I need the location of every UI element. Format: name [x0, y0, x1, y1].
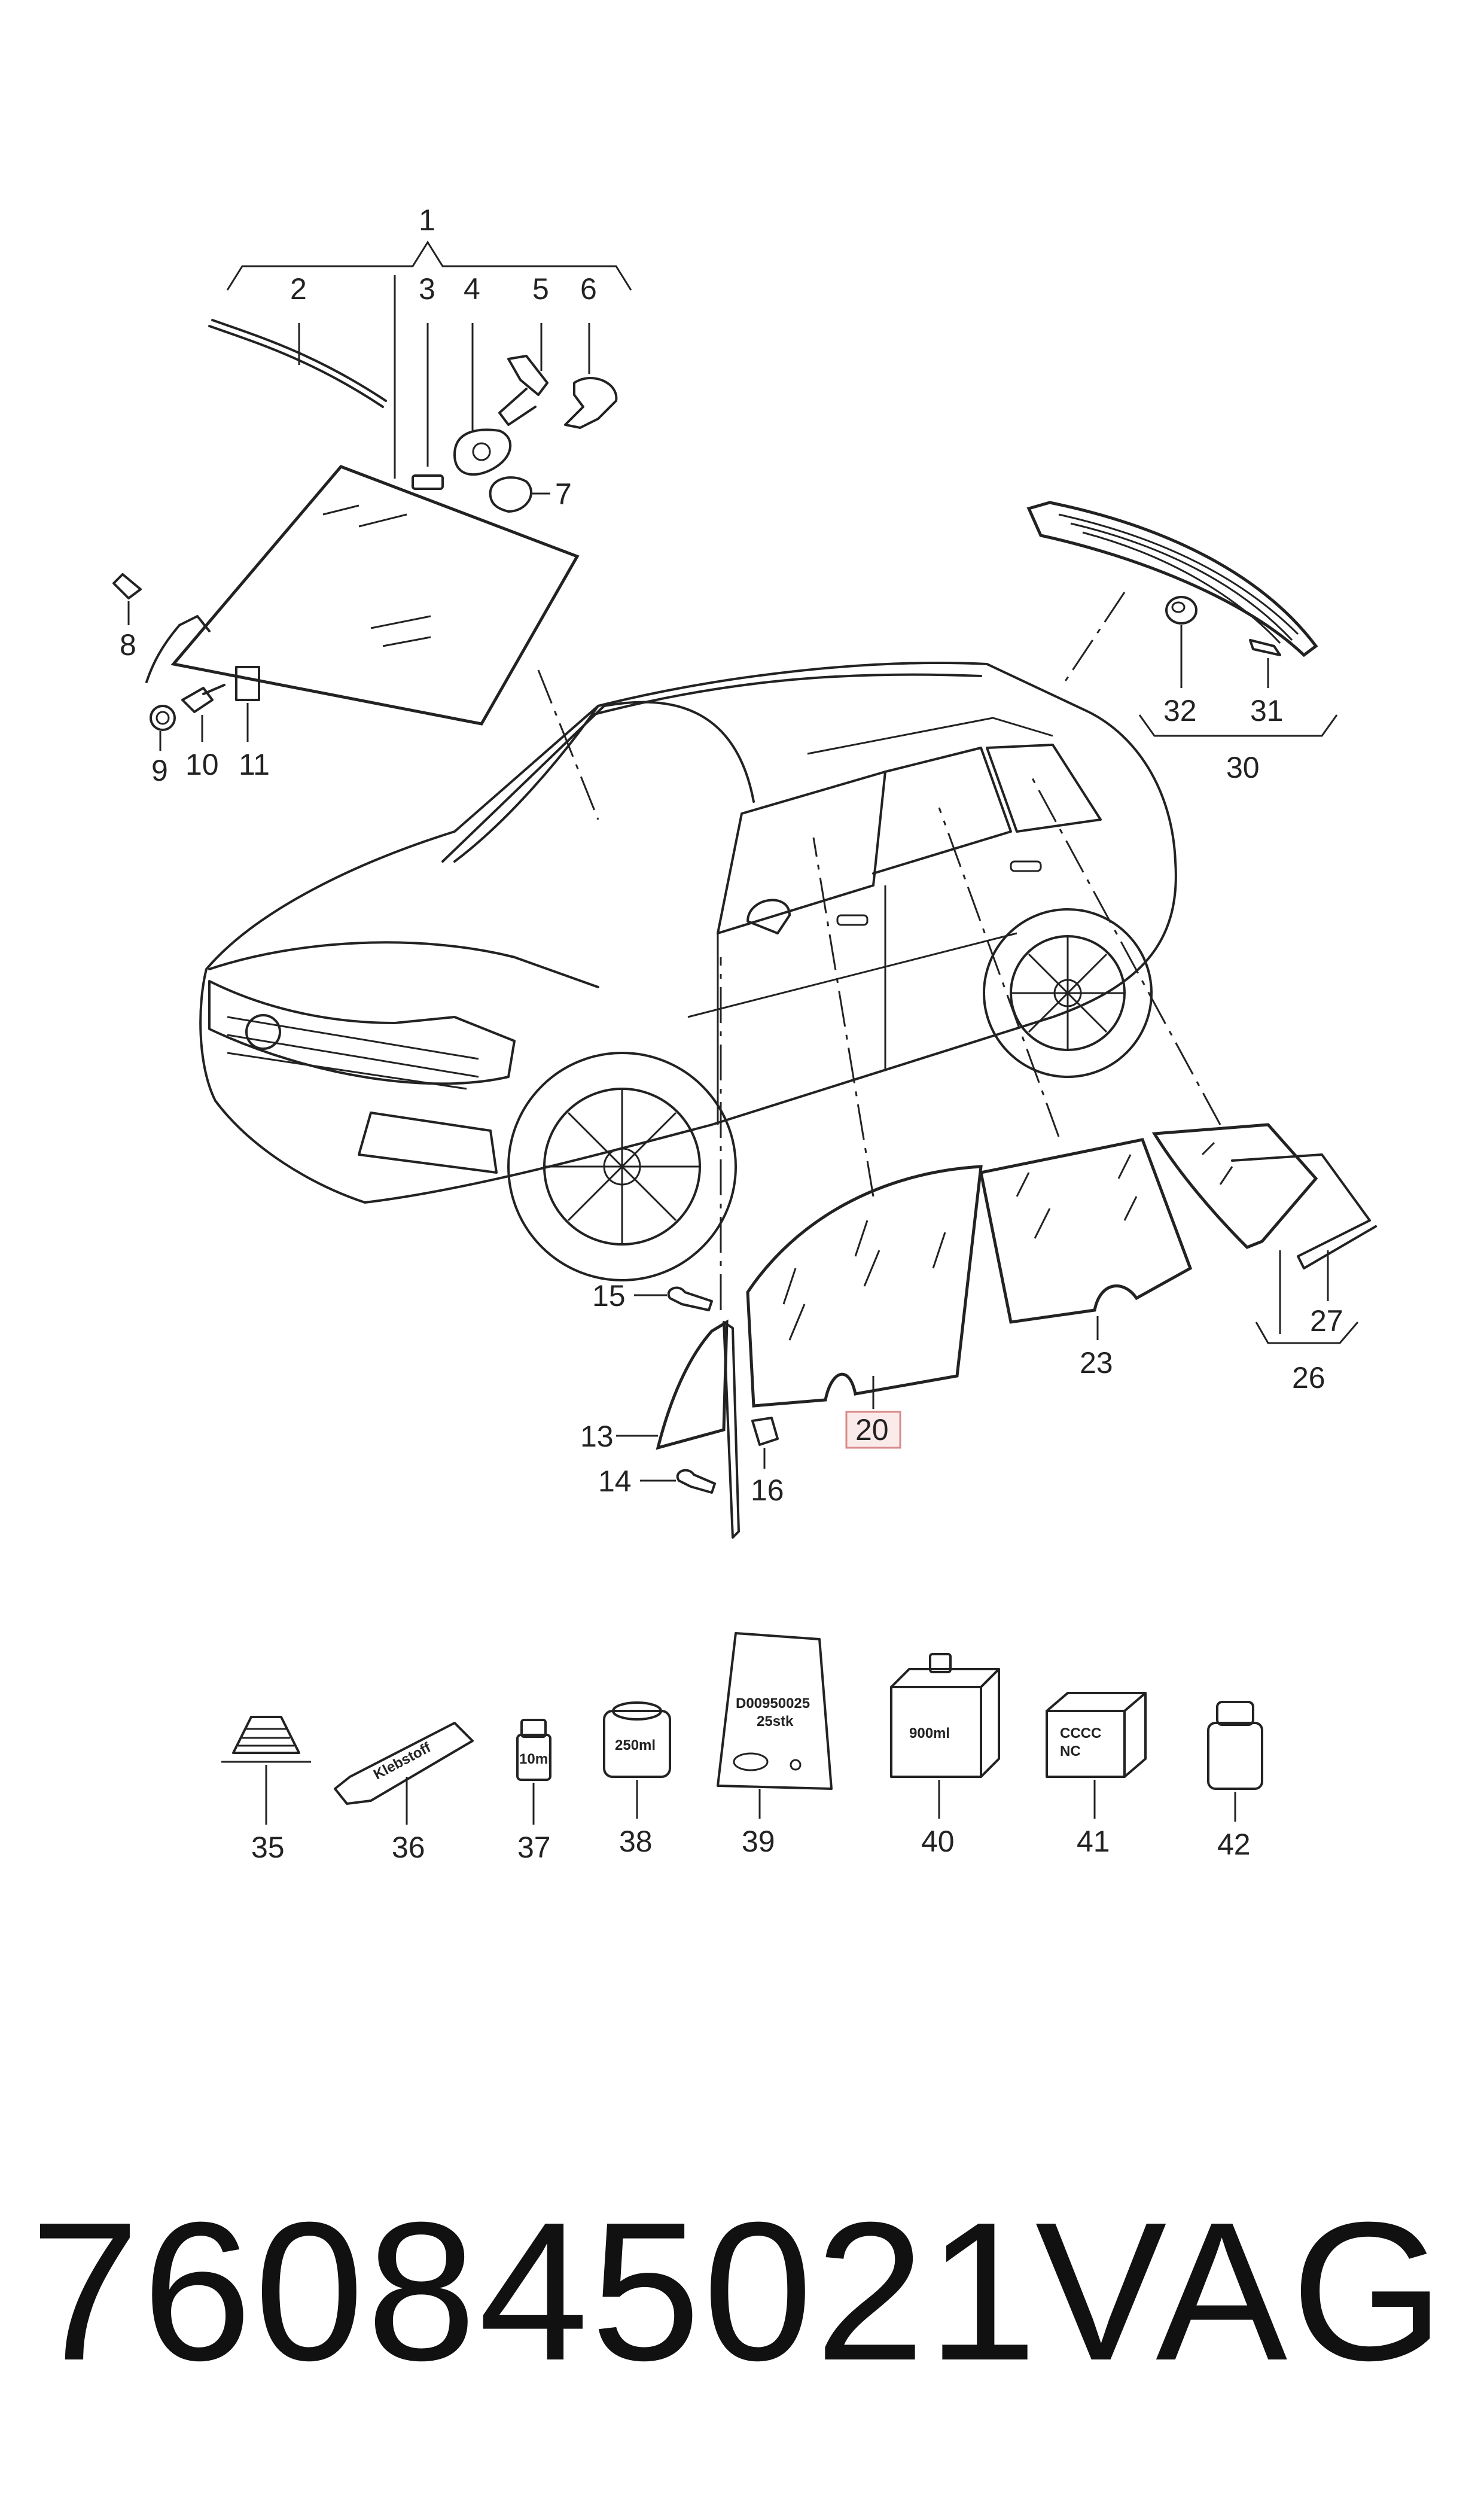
box-label-line1: CCCC [1060, 1725, 1101, 1741]
callout-30: 30 [1226, 751, 1260, 784]
part-40-can [890, 1686, 982, 1778]
can-label: 900ml [909, 1725, 950, 1741]
callout-36: 36 [392, 1831, 425, 1864]
part-41-box [1046, 1710, 1126, 1778]
part-37-bottle [516, 1734, 551, 1781]
part-35-cone [232, 1716, 300, 1754]
callout-32: 32 [1163, 694, 1197, 727]
part-26-quarter-glass [1151, 1123, 1318, 1249]
trim-strip [208, 325, 384, 408]
part-5-harness [498, 355, 548, 426]
part-36-adhesive-tube [334, 1722, 474, 1805]
part-38-jar [603, 1710, 671, 1778]
callout-1: 1 [419, 203, 435, 237]
callout-41: 41 [1077, 1825, 1110, 1858]
callout-2: 2 [290, 272, 307, 306]
bottle-label: 10ml [519, 1751, 552, 1767]
part-number: 760845021 [30, 2181, 1040, 2401]
callout-14: 14 [598, 1464, 632, 1498]
callout-35: 35 [251, 1831, 285, 1864]
rear-window-group: 32 31 30 [1026, 501, 1338, 784]
part-10-screw [181, 684, 226, 713]
callout-10: 10 [185, 748, 219, 781]
box-label-line2: NC [1060, 1743, 1081, 1759]
callout-26: 26 [1292, 1361, 1325, 1395]
parts-diagram: 1 2 3 4 5 6 7 8 [112, 203, 1377, 1864]
windshield-glass [170, 465, 580, 726]
bag-label-line2: 25stk [757, 1713, 794, 1730]
windshield-group: 1 2 3 4 5 6 7 8 [112, 203, 632, 820]
callout-37: 37 [517, 1831, 551, 1864]
part-8-cap [112, 573, 142, 599]
part-16-clip [751, 1417, 779, 1446]
callout-11: 11 [239, 748, 270, 781]
part-3-clip [412, 474, 444, 490]
callout-38: 38 [619, 1825, 653, 1858]
rear-window-glass [1026, 501, 1318, 657]
callout-5: 5 [532, 272, 549, 306]
callout-9: 9 [151, 754, 168, 787]
highlight-box [845, 1411, 901, 1449]
consumables-row: 35 Klebstoff 36 10ml 37 250ml 38 D009500… [221, 1632, 1263, 1864]
part-6-bracket [564, 376, 618, 429]
side-glass-group: 20 23 27 26 13 15 14 16 [580, 771, 1377, 1539]
callout-6: 6 [580, 272, 597, 306]
part-23-rear-door-glass [979, 1138, 1193, 1324]
callout-42: 42 [1217, 1828, 1251, 1861]
part-11-block [235, 666, 260, 701]
part-39-bag [717, 1632, 833, 1790]
part-13-corner-glass [656, 1319, 729, 1450]
part-32-plug [1165, 596, 1197, 625]
brand-name: VAG [1035, 2181, 1448, 2401]
callout-7: 7 [555, 477, 572, 511]
callout-15: 15 [592, 1279, 626, 1313]
part-7-sensor [489, 476, 533, 513]
part-15-screw [667, 1286, 713, 1311]
callout-16: 16 [751, 1473, 784, 1507]
part-9-grommet [150, 705, 176, 731]
part-27-seal [1231, 1153, 1377, 1269]
part-42-bottle [1207, 1722, 1263, 1790]
callout-39: 39 [742, 1825, 775, 1858]
part-4-sensor [453, 428, 512, 476]
callout-20: 20 [855, 1413, 889, 1447]
jar-label: 250ml [615, 1737, 656, 1753]
footer: 760845021 VAG [0, 2178, 1484, 2429]
bag-label-line1: D00950025 [736, 1695, 810, 1712]
callout-4: 4 [464, 272, 480, 306]
vehicle-body [199, 662, 1177, 1281]
callout-23: 23 [1080, 1346, 1113, 1380]
callout-40: 40 [921, 1825, 955, 1858]
callout-3: 3 [419, 272, 435, 306]
callout-31: 31 [1250, 694, 1284, 727]
part-31-clip [1249, 639, 1281, 656]
callout-13: 13 [580, 1420, 614, 1453]
part-14-screw [676, 1469, 716, 1494]
callout-27: 27 [1310, 1304, 1343, 1338]
callout-8: 8 [120, 628, 136, 662]
